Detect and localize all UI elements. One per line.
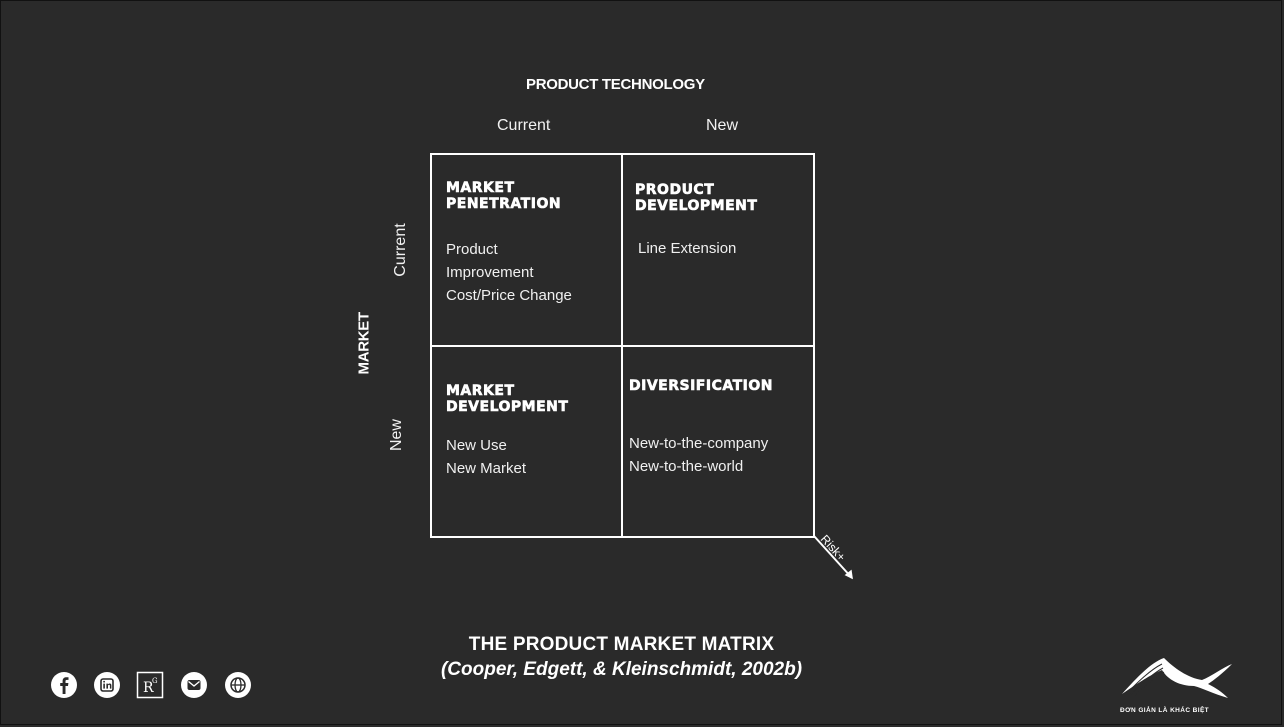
cell-title-line: DEVELOPMENT bbox=[446, 399, 569, 416]
cell-title-line: DIVERSIFICATION bbox=[629, 378, 773, 395]
cell-title: MARKET PENETRATION bbox=[446, 180, 572, 213]
cell-item: New-to-the-company bbox=[629, 435, 769, 452]
cell-title: PRODUCT DEVELOPMENT bbox=[635, 182, 758, 215]
cell-title: MARKET DEVELOPMENT bbox=[446, 383, 569, 416]
cell-item: Line Extension bbox=[638, 240, 737, 257]
cell-title-line: MARKET bbox=[446, 383, 515, 400]
cell-title-line: DEVELOPMENT bbox=[635, 198, 758, 215]
globe-icon[interactable] bbox=[224, 671, 252, 699]
researchgate-icon[interactable]: R G bbox=[136, 671, 164, 699]
email-icon[interactable] bbox=[180, 671, 208, 699]
brand-tagline: ĐƠN GIẢN LÀ KHÁC BIỆT bbox=[1120, 707, 1210, 714]
row-label-new: New bbox=[388, 419, 405, 452]
cell-item: New Market bbox=[446, 460, 527, 477]
cell-market-penetration: MARKET PENETRATION Product Improvement C… bbox=[446, 180, 572, 307]
cell-market-development: MARKET DEVELOPMENT New Use New Market bbox=[446, 383, 569, 480]
market-axis-title: MARKET bbox=[355, 312, 373, 375]
cell-item: Cost/Price Change bbox=[446, 287, 572, 304]
matrix-horizontal-divider bbox=[430, 345, 815, 347]
cell-item: Product bbox=[446, 241, 498, 258]
svg-text:G: G bbox=[152, 677, 158, 685]
risk-arrow bbox=[813, 535, 853, 580]
cell-items: Product Improvement Cost/Price Change bbox=[446, 238, 572, 307]
cell-items: New-to-the-company New-to-the-world bbox=[629, 432, 773, 478]
cell-item: New Use bbox=[446, 437, 507, 454]
cell-item: New-to-the-world bbox=[629, 458, 744, 475]
facebook-icon[interactable] bbox=[50, 671, 78, 699]
cell-title-line: PENETRATION bbox=[446, 196, 562, 213]
cell-items: New Use New Market bbox=[446, 434, 568, 480]
cell-title-line: MARKET bbox=[446, 180, 515, 197]
cell-items: Line Extension bbox=[638, 237, 757, 260]
cell-item: Improvement bbox=[446, 264, 534, 281]
brand-logo-icon bbox=[1122, 658, 1232, 698]
cell-product-development: PRODUCT DEVELOPMENT Line Extension bbox=[635, 182, 758, 260]
svg-text:R: R bbox=[143, 680, 154, 696]
row-label-current: Current bbox=[392, 223, 409, 277]
product-technology-axis-title: PRODUCT TECHNOLOGY bbox=[526, 76, 705, 93]
diagram-caption-title: THE PRODUCT MARKET MATRIX bbox=[468, 634, 775, 655]
column-label-new: New bbox=[706, 117, 739, 134]
cell-diversification: DIVERSIFICATION New-to-the-company New-t… bbox=[629, 378, 773, 478]
column-label-current: Current bbox=[497, 117, 551, 134]
cell-title-line: PRODUCT bbox=[635, 182, 715, 199]
linkedin-icon[interactable] bbox=[93, 671, 121, 699]
cell-title: DIVERSIFICATION bbox=[629, 378, 773, 395]
diagram-caption-subtitle: (Cooper, Edgett, & Kleinschmidt, 2002b) bbox=[440, 659, 803, 680]
